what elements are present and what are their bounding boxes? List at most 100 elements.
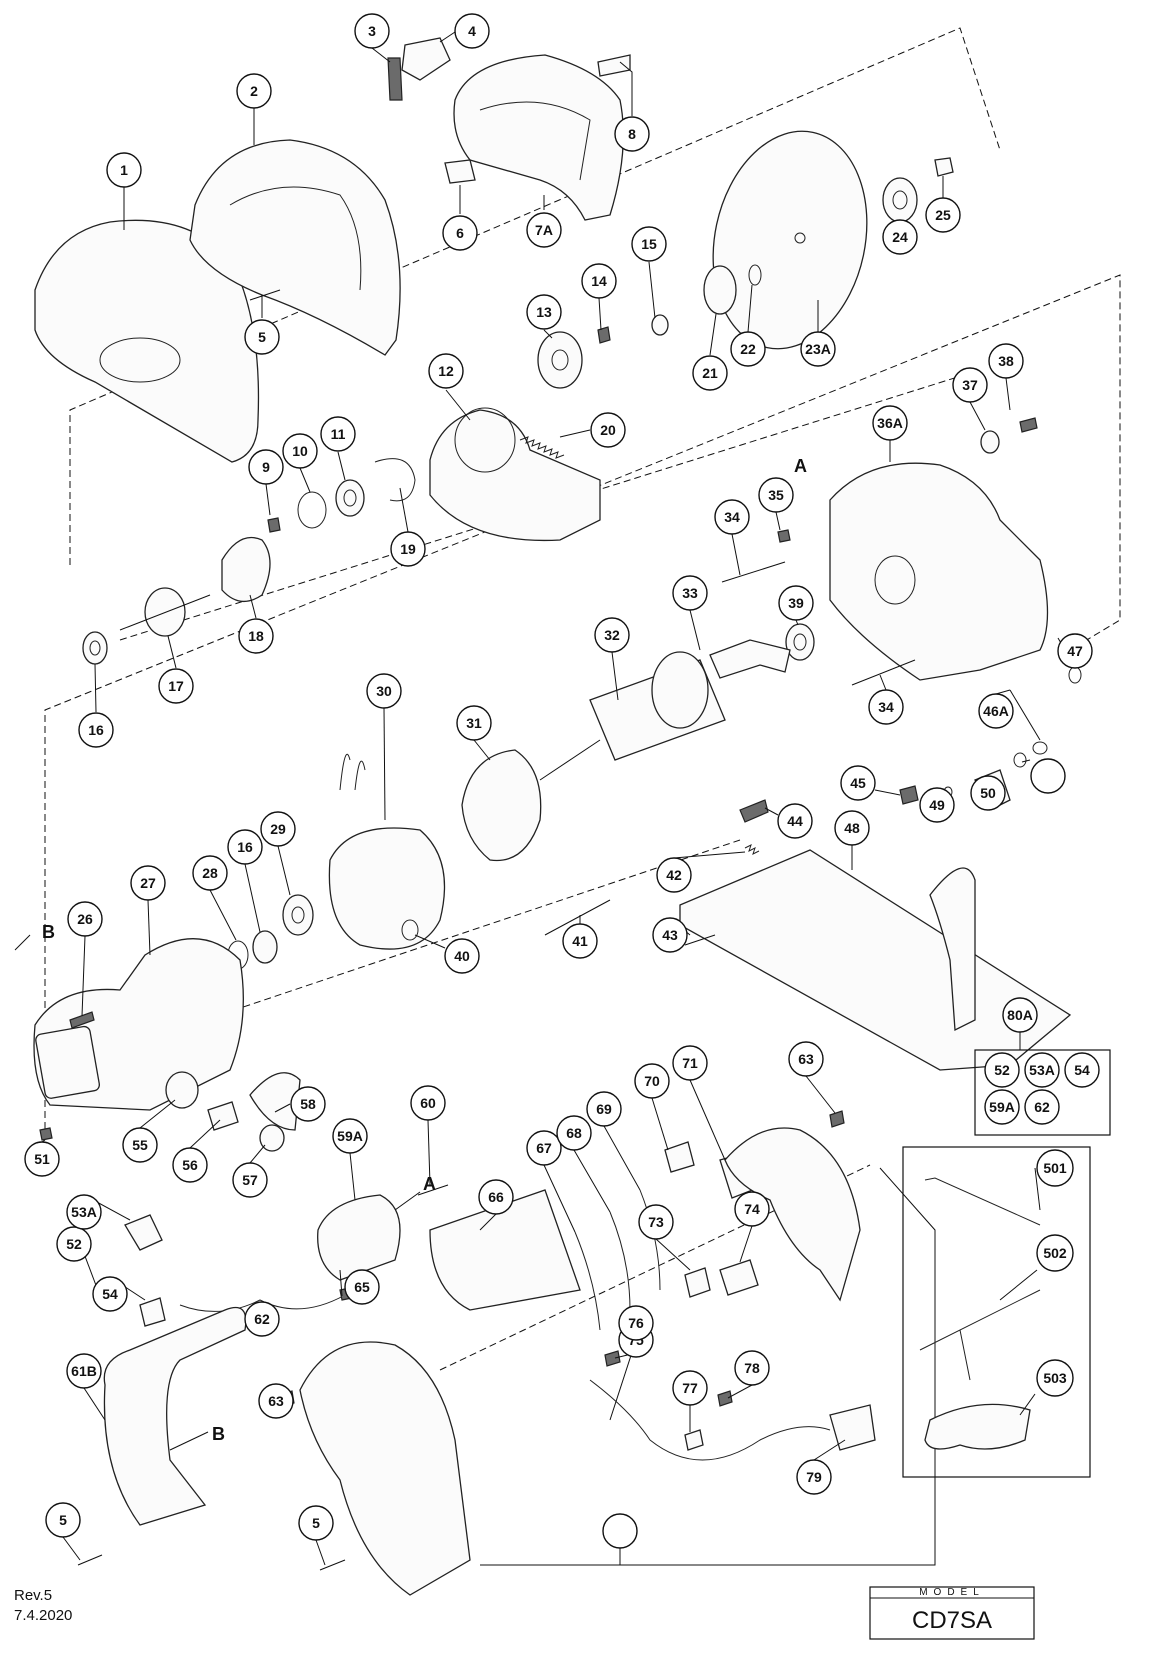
part-44-wing-bolt	[739, 799, 769, 823]
part-10-o-ring	[297, 491, 327, 529]
callout-48: 48	[834, 810, 870, 846]
svg-text:11: 11	[331, 426, 346, 442]
part-69-wire	[639, 1189, 661, 1291]
callout-51: 51	[24, 1141, 60, 1177]
part-45-bolt	[899, 785, 919, 805]
svg-text:57: 57	[242, 1172, 258, 1188]
model-label: MODEL	[919, 1587, 985, 1598]
callout-21: 21	[692, 355, 728, 391]
callout-15: 15	[631, 226, 667, 262]
callout-16-rear: 16	[227, 829, 263, 865]
callout-13: 13	[526, 294, 562, 330]
part-drawings	[33, 37, 1082, 1596]
callout-70: 70	[634, 1063, 670, 1099]
svg-text:21: 21	[702, 365, 718, 381]
svg-text:43: 43	[662, 927, 678, 943]
svg-text:5: 5	[59, 1512, 67, 1528]
svg-text:61B: 61B	[71, 1363, 97, 1379]
callout-7a: 7A	[526, 212, 562, 248]
callout-56: 56	[172, 1147, 208, 1183]
svg-text:38: 38	[998, 353, 1014, 369]
part-55-brush-holder	[165, 1071, 199, 1109]
svg-text:30: 30	[376, 683, 392, 699]
part-60-screw	[417, 1184, 449, 1196]
svg-text:35: 35	[768, 487, 784, 503]
svg-text:47: 47	[1067, 643, 1083, 659]
callout-54: 54	[92, 1276, 128, 1312]
svg-text:63: 63	[268, 1393, 284, 1409]
model-box	[869, 1586, 1035, 1640]
kit-member-54: 54	[1064, 1052, 1100, 1088]
callout-14: 14	[581, 263, 617, 299]
callout-62: 62	[244, 1301, 280, 1337]
callout-32: 32	[594, 617, 630, 653]
svg-text:36A: 36A	[877, 415, 903, 431]
part-29-bearing	[282, 894, 314, 936]
part-6-pad	[444, 159, 476, 184]
callout-5-handle-left: 5	[45, 1502, 81, 1538]
part-23a-saw-blade	[712, 130, 868, 350]
svg-text:25: 25	[935, 207, 951, 223]
part-46a-washer	[1032, 741, 1048, 755]
svg-text:12: 12	[438, 363, 454, 379]
callout-8: 8	[614, 116, 650, 152]
part-70-switch-part	[664, 1141, 695, 1173]
revision-label: Rev.5	[14, 1587, 52, 1604]
svg-text:74: 74	[744, 1201, 760, 1217]
svg-text:27: 27	[140, 875, 156, 891]
part-4-lever	[401, 37, 451, 81]
part-16-bearing-rear	[252, 930, 278, 964]
callout-69: 69	[586, 1091, 622, 1127]
callout-57: 57	[232, 1162, 268, 1198]
callout-37: 37	[952, 367, 988, 403]
part-74-noise-suppressor	[719, 1259, 759, 1296]
svg-text:16: 16	[237, 839, 253, 855]
callout-59a: 59A	[332, 1118, 368, 1154]
callout-63-right: 63	[788, 1041, 824, 1077]
svg-text:29: 29	[270, 821, 286, 837]
callout-4: 4	[454, 13, 490, 49]
svg-text:44: 44	[787, 813, 803, 829]
svg-text:5: 5	[312, 1515, 320, 1531]
callout-82	[602, 1513, 638, 1549]
callout-74: 74	[734, 1191, 770, 1227]
callout-18: 18	[238, 618, 274, 654]
svg-text:60: 60	[420, 1095, 436, 1111]
callout-31: 31	[456, 705, 492, 741]
svg-text:65: 65	[354, 1279, 370, 1295]
svg-text:71: 71	[682, 1055, 698, 1071]
ref-b-handle: B	[212, 1424, 225, 1444]
part-75-screw	[604, 1350, 621, 1367]
callout-65: 65	[344, 1269, 380, 1305]
callout-35: 35	[758, 477, 794, 513]
kit-member-59a: 59A	[984, 1089, 1020, 1125]
callout-3: 3	[354, 13, 390, 49]
svg-text:19: 19	[400, 541, 416, 557]
svg-text:2: 2	[250, 83, 258, 99]
part-5-screw-lower-mid	[319, 1559, 346, 1571]
callout-10: 10	[282, 433, 318, 469]
callout-60: 60	[410, 1085, 446, 1121]
svg-text:28: 28	[202, 865, 218, 881]
callout-24: 24	[882, 219, 918, 255]
callout-53a: 53A	[66, 1194, 102, 1230]
part-503-safety-glasses	[924, 1403, 1031, 1450]
kit-member-53a: 53A	[1024, 1052, 1060, 1088]
svg-text:4: 4	[468, 23, 476, 39]
svg-text:8: 8	[628, 126, 636, 142]
part-76-cord	[589, 1379, 831, 1461]
svg-text:39: 39	[788, 595, 804, 611]
part-501-hex-bar-wrench	[924, 1177, 1041, 1226]
part-38-screw	[1019, 417, 1038, 433]
accessory-box	[902, 1146, 1091, 1478]
callout-6: 6	[442, 215, 478, 251]
callout-61b: 61B	[66, 1353, 102, 1389]
part-81-ring	[1013, 752, 1027, 768]
svg-text:31: 31	[466, 715, 482, 731]
svg-text:3: 3	[368, 23, 376, 39]
part-63-screw-right	[829, 1110, 845, 1128]
svg-text:48: 48	[844, 820, 860, 836]
part-502-box-wrench	[919, 1289, 1041, 1381]
part-2-saw-cover	[189, 139, 401, 356]
svg-text:68: 68	[566, 1125, 582, 1141]
